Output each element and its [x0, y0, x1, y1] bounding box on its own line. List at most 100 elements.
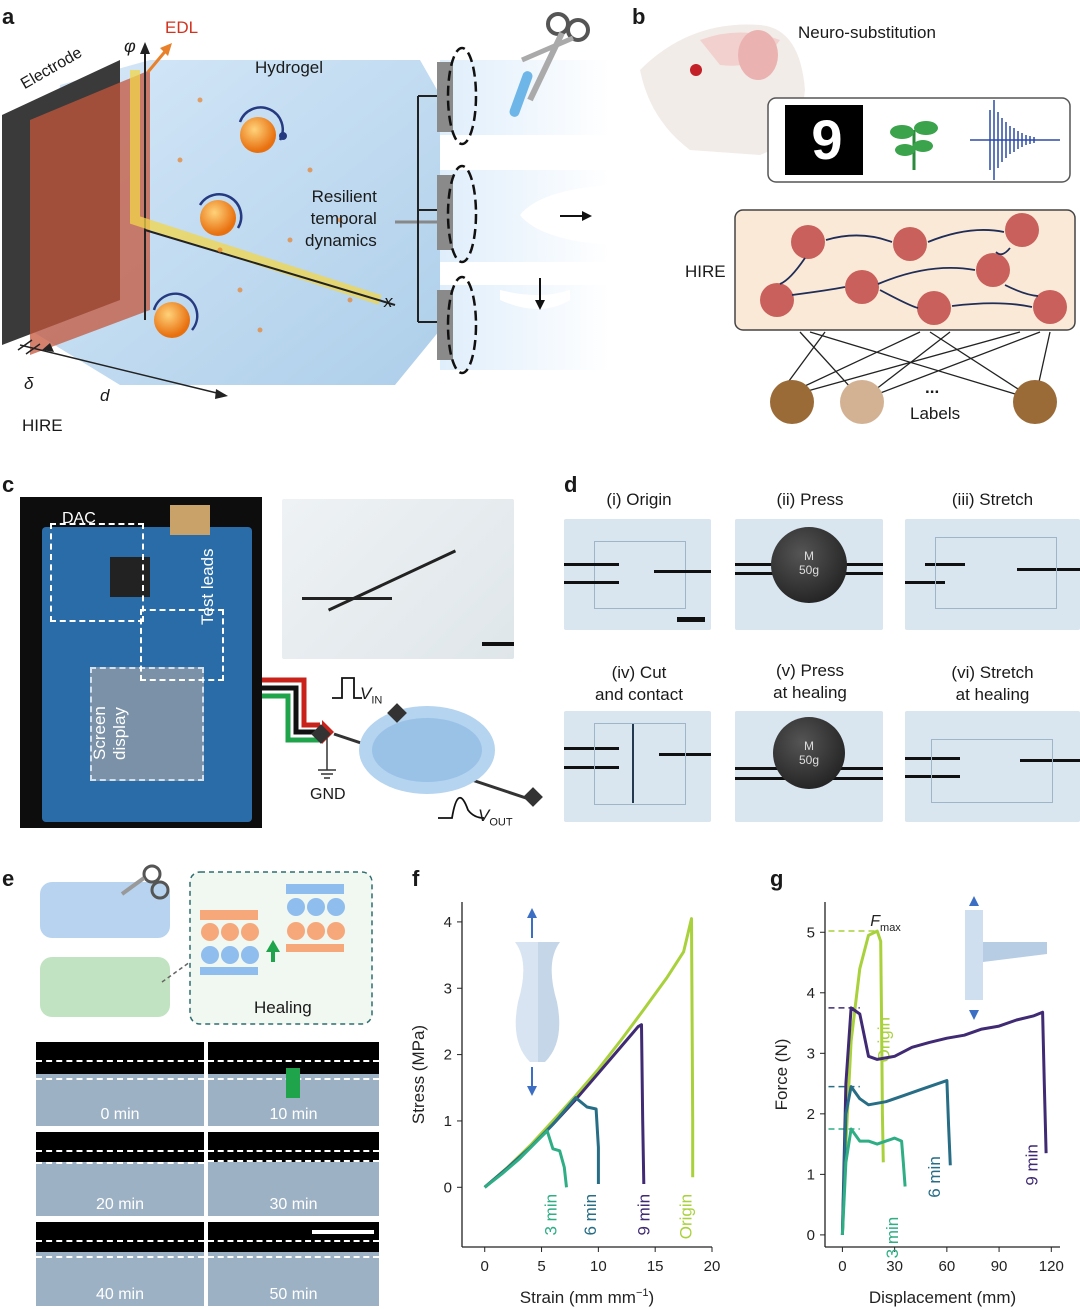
scissors-icon [120, 864, 170, 900]
y-tick-label: 3 [807, 1045, 815, 1062]
label-vout: VOUT [478, 806, 513, 829]
x-tick-label: 0 [481, 1258, 489, 1275]
panel-label-f: f [412, 866, 420, 891]
title-origin: (i) Origin [606, 490, 672, 509]
y-axis-label: Force (N) [772, 1039, 791, 1111]
mnist-digit: 9 [811, 108, 843, 171]
y-tick-label: 2 [807, 1106, 815, 1123]
label-ellipsis: ... [925, 378, 940, 397]
dogbone-specimen [538, 942, 560, 1062]
label-delta: δ [24, 374, 34, 393]
panel-label-d: d [564, 472, 578, 497]
series-line-origin [483, 917, 695, 1189]
y-tick-label: 0 [807, 1227, 815, 1244]
x-tick-label: 90 [991, 1258, 1008, 1275]
series-line-origin [840, 929, 885, 1235]
x-axis-label: Strain (mm mm−1) [520, 1287, 654, 1307]
panel-label-e: e [2, 866, 15, 891]
microscopy-10min: 10 min [208, 1042, 379, 1126]
hire-sample-photo [282, 499, 514, 659]
label-labels: Labels [910, 404, 961, 423]
x-tick-label: 60 [939, 1258, 956, 1275]
audio-waveform [970, 100, 1060, 180]
label-edl: EDL [165, 18, 199, 37]
title-cut-contact: (iv) Cut and contact [595, 663, 683, 704]
panel-label-b: b [632, 4, 646, 29]
x-tick-label: 15 [647, 1258, 664, 1275]
label-gnd: GND [310, 786, 346, 803]
y-tick-label: 1 [807, 1166, 815, 1183]
label-resilient: Resilient temporal dynamics [305, 187, 377, 250]
panel-label-g: g [770, 866, 784, 891]
label-phi: φ [124, 36, 136, 56]
label-vin: VIN [360, 684, 383, 707]
x-tick-label: 0 [838, 1258, 846, 1275]
label-screen-display: Screen display [90, 706, 129, 760]
plant-icon [890, 121, 938, 170]
label-healing: Healing [254, 998, 312, 1017]
series-label: 3 min [541, 1194, 560, 1236]
series-label: 3 min [883, 1217, 902, 1259]
series-label: 6 min [581, 1194, 600, 1236]
microscopy-20min: 20 min [36, 1132, 204, 1216]
photo-cut-contact [564, 711, 711, 822]
title-stretch: (iii) Stretch [951, 490, 1034, 509]
peel-specimen [983, 942, 1047, 962]
y-tick-label: 3 [444, 980, 452, 997]
ion-sphere [240, 117, 276, 153]
series-label: Origin [677, 1194, 696, 1239]
microscopy-40min: 40 min [36, 1222, 204, 1306]
microscopy-30min: 30 min [208, 1132, 379, 1216]
x-tick-label: 5 [537, 1258, 545, 1275]
label-neuro-substitution: Neuro-substitution [798, 23, 936, 42]
rat-illustration [640, 24, 805, 155]
y-tick-label: 4 [807, 985, 815, 1002]
series-line-9-min [840, 1006, 1048, 1235]
microscopy-0min: 0 min [36, 1042, 204, 1126]
label-d: d [100, 386, 110, 405]
panel-a-illustration [2, 12, 610, 399]
series-label: 6 min [925, 1156, 944, 1198]
x-tick-label: 30 [886, 1258, 903, 1275]
series-line-3-min [840, 1127, 907, 1235]
circuit-schematic [262, 677, 543, 819]
label-hydrogel: Hydrogel [255, 58, 324, 77]
x-tick-label: 120 [1039, 1258, 1064, 1275]
label-dac: DAC [62, 510, 96, 527]
y-tick-label: 2 [444, 1047, 452, 1064]
series-line-3-min [483, 1129, 568, 1189]
y-tick-label: 4 [444, 914, 452, 931]
arrow-up-icon [527, 908, 537, 918]
arrow-up-icon [969, 896, 979, 906]
panel-label-c: c [2, 472, 15, 497]
x-axis-label: Displacement (mm) [869, 1288, 1016, 1307]
series-label: 9 min [635, 1194, 654, 1236]
arduino-board-photo [20, 497, 262, 828]
label-hire-b: HIRE [685, 262, 726, 281]
ion-sphere [200, 200, 236, 236]
y-tick-label: 0 [444, 1179, 452, 1196]
photo-origin [564, 519, 711, 630]
photo-stretch-healing [905, 711, 1080, 822]
series-line-6-min [840, 1079, 952, 1235]
title-press-healing: (v) Press at healing [773, 661, 847, 702]
y-tick-label: 1 [444, 1113, 452, 1130]
label-hire-a: HIRE [22, 416, 63, 435]
microscopy-50min: 50 min [208, 1222, 379, 1306]
panel-b-illustration [640, 24, 1076, 424]
arrow-down-icon [969, 1010, 979, 1020]
arrow-down-icon [527, 1086, 537, 1096]
photo-stretch [905, 519, 1080, 630]
title-stretch-healing: (vi) Stretch at healing [951, 663, 1034, 704]
dogbone-specimen [515, 942, 538, 1062]
label-x: x [384, 292, 393, 311]
series-label: 9 min [1022, 1144, 1041, 1186]
scissors-icon [521, 12, 590, 102]
scale-bar [312, 1230, 374, 1234]
y-axis-label: Stress (MPa) [410, 1025, 428, 1124]
